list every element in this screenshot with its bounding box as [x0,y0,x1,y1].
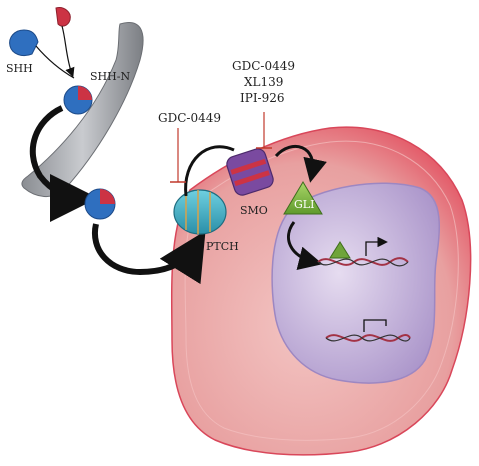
smo-gli-arrow [274,144,327,183]
ptch-label: PTCH [206,240,239,253]
gli-nuclear-arrow [287,221,323,270]
shh-label: SHH [6,62,33,75]
shh-n-ligand [63,85,93,115]
ptch-inhibitor-label: GDC-0449 [158,111,221,125]
transcription-start-arrow [365,236,388,256]
cell-inner-membrane [184,140,459,441]
gli-label: GLI [294,198,314,211]
endoplasmic-reticulum [21,22,144,197]
ptch-receptor [173,189,227,235]
gli-triangle [283,181,323,215]
repressed-gene-dna [325,334,411,342]
binding-arrow [91,223,206,285]
secreted-shh-ligand [84,188,116,220]
smo-label: SMO [240,204,268,217]
smo-inhibitor-label-3: IPI-926 [240,91,285,105]
ptch-smo-inhibition-arc [184,145,235,197]
transcription-block [363,319,387,332]
smo-inhibitor-label-1: GDC-0449 [232,59,295,73]
shh-c-fragment [55,7,71,27]
smo-receptor [226,148,274,196]
bound-gli-triangle [329,241,351,259]
shh-n-label: SHH-N [90,70,130,83]
active-gene-dna [317,257,409,267]
shh-ligand [9,29,39,57]
smo-inhibitor-label-2: XL139 [244,75,283,89]
nucleus [271,182,441,384]
secretion-arrow [29,105,98,222]
processing-line-2 [61,25,75,78]
